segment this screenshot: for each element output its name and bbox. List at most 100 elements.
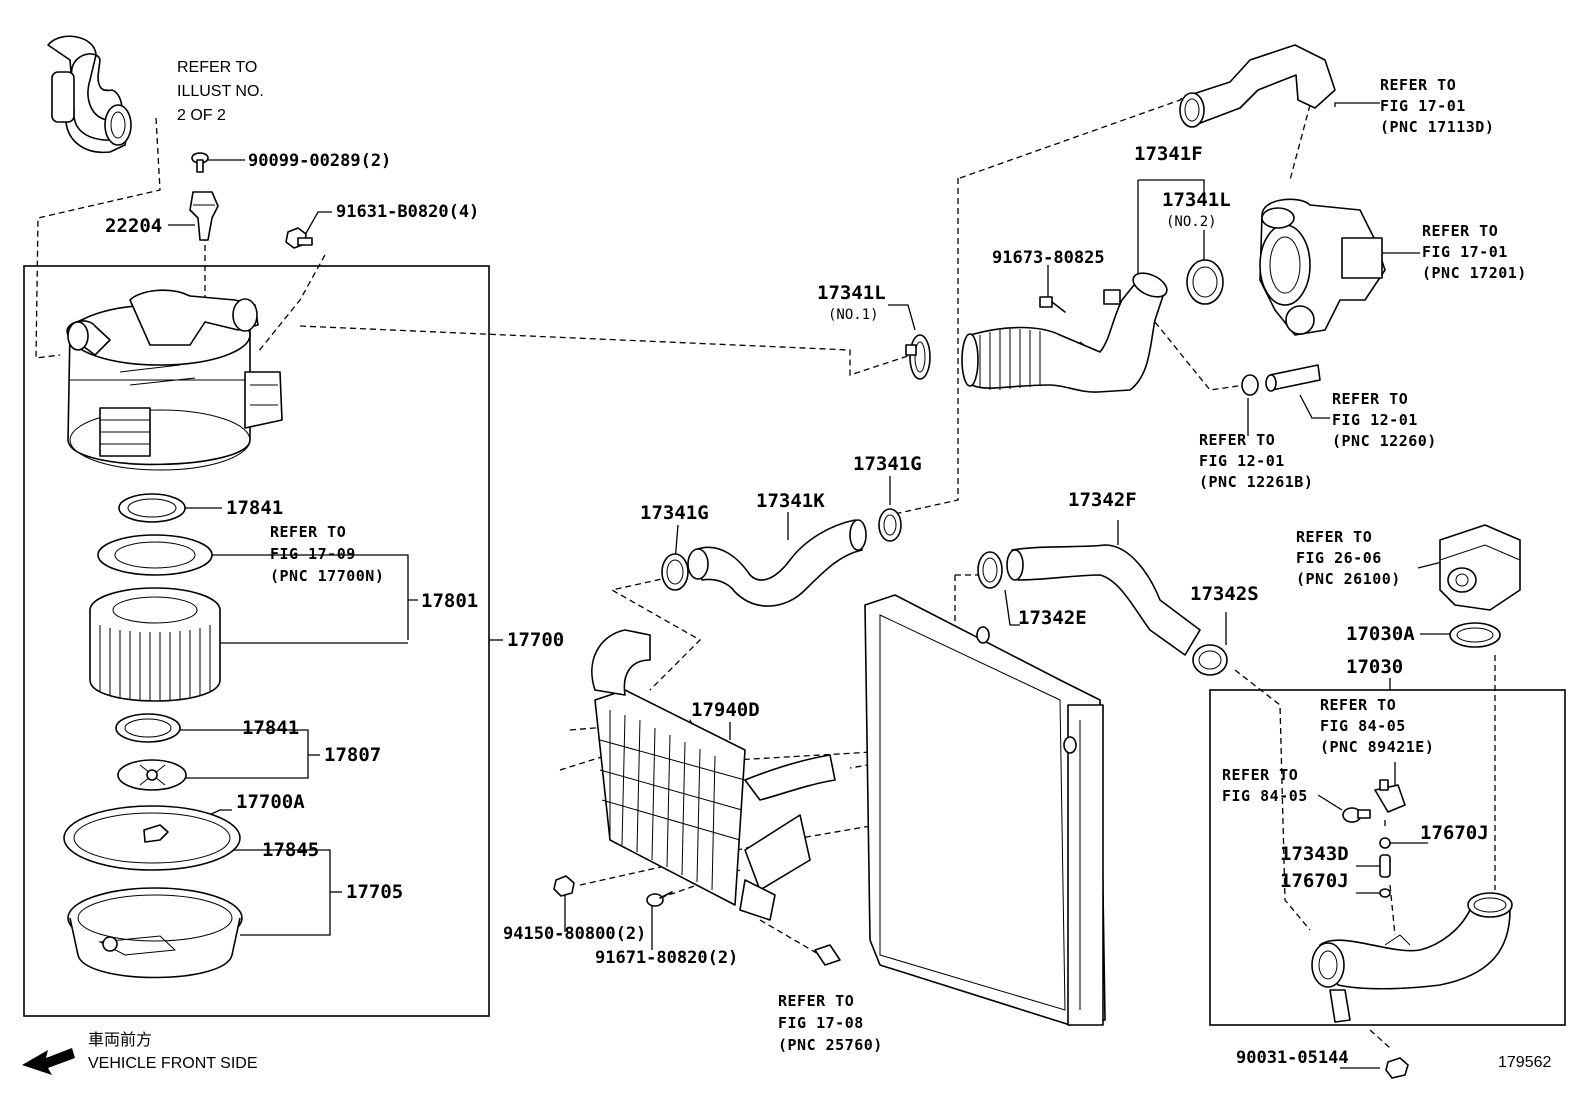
gasket-17841-upper [118,493,186,523]
part-17341L-no1-note: (NO.1) [828,307,879,323]
part-17341K: 17341K [756,490,825,512]
ref-fig-17-01-a-line3: (PNC 17113D) [1380,118,1494,136]
intake-hose-17341F [961,272,1168,393]
part-17341G-right: 17341G [853,453,922,475]
ref-fig-12-01-a-line3: (PNC 12260) [1332,432,1437,450]
turbocharger-17201 [1259,198,1386,336]
ref-fig-12-01-a-line1: REFER TO [1332,390,1408,408]
figure-number: 179562 [1498,1054,1551,1071]
air-cleaner-assembly-box [23,265,490,1017]
ref-fig-17-08-line3: (PNC 25760) [778,1036,883,1054]
refer-illust-line1: REFER TO [177,59,257,76]
vehicle-front-en: VEHICLE FRONT SIDE [88,1055,258,1072]
clamp-17030A [1449,622,1501,648]
part-17342F: 17342F [1068,489,1137,511]
air-pipe-17113D [1179,44,1336,128]
ref-fig-12-01-b-line1: REFER TO [1199,431,1275,449]
cap-17807 [117,759,187,791]
part-17670J-lower: 17670J [1280,870,1349,892]
part-91671: 91671-80820(2) [595,948,738,968]
ref-fig-17-09-line2: FIG 17-09 [270,545,356,563]
pipe-25760 [814,944,841,966]
ref-fig-17-08-line2: FIG 17-08 [778,1014,864,1032]
text-labels: REFER TO ILLUST NO. 2 OF 2 90099-00289(2… [88,59,1551,1072]
part-17807: 17807 [324,744,381,766]
clamp-17341G-left [661,553,689,591]
refer-illust-line3: 2 OF 2 [177,107,226,124]
bolt-91673 [1039,296,1066,313]
clamp-17341G-right [878,508,902,542]
part-90099: 90099-00289(2) [248,151,391,171]
hose-12260 [1265,364,1321,392]
part-17343D: 17343D [1280,843,1349,865]
assembly-boxes [23,265,1566,1026]
intake-pipe-assembly-box [1209,689,1566,1026]
part-94150: 94150-80800(2) [503,924,646,944]
part-17341F: 17341F [1134,143,1203,165]
ref-fig-84-05-b-line1: REFER TO [1222,766,1298,784]
part-17341L-no2-note: (NO.2) [1166,214,1217,230]
sensor-22204 [189,191,219,241]
part-17030: 17030 [1346,656,1403,678]
part-17841-lower: 17841 [242,717,299,739]
dust-cup-17705 [67,887,243,979]
vsv-89421E [1374,779,1406,813]
part-17342E: 17342E [1018,607,1087,629]
clamp-17341L-no2 [1186,259,1224,305]
ref-fig-12-01-b-line3: (PNC 12261B) [1199,473,1313,491]
part-17801: 17801 [421,590,478,612]
hose-17341K [687,519,867,607]
bolt-90099 [191,152,209,173]
ref-fig-17-01-a-line1: REFER TO [1380,76,1456,94]
air-duct-ref-part [47,35,132,154]
ref-fig-17-01-b-line1: REFER TO [1422,222,1498,240]
air-filter-element [89,587,221,702]
part-91631: 91631-B0820(4) [336,202,479,222]
clamp-17342E [977,551,1003,589]
part-17030A: 17030A [1346,623,1415,645]
part-17342S: 17342S [1190,583,1259,605]
ref-fig-12-01-b-line2: FIG 12-01 [1199,452,1285,470]
ref-fig-26-06-line3: (PNC 26100) [1296,570,1401,588]
ref-fig-26-06-line1: REFER TO [1296,528,1372,546]
bolt-91631 [285,227,313,249]
part-17341L-no1: 17341L [817,282,886,304]
part-17845: 17845 [262,839,319,861]
ref-fig-12-01-a-line2: FIG 12-01 [1332,411,1418,429]
bolt-94150 [553,875,575,897]
part-17705: 17705 [346,881,403,903]
ref-fig-84-05-a-line3: (PNC 89421E) [1320,738,1434,756]
air-cleaner-housing [66,289,283,471]
part-17341L-no2: 17341L [1162,189,1231,211]
part-17700: 17700 [507,629,564,651]
ref-fig-17-09-line3: (PNC 17700N) [270,567,384,585]
part-90031: 90031-05144 [1236,1048,1349,1068]
clip-17670J-lower [1379,888,1391,898]
throttle-body-26100 [1439,524,1521,611]
part-17841-upper: 17841 [226,497,283,519]
ref-fig-17-01-b-line2: FIG 17-01 [1422,243,1508,261]
ref-fig-84-05-b-line2: FIG 84-05 [1222,787,1308,805]
part-17700A: 17700A [236,791,305,813]
bolt-90031 [1385,1057,1409,1079]
vehicle-front-jp: 車両前方 [88,1031,152,1049]
ref-fig-17-08-line1: REFER TO [778,992,854,1010]
ref-fig-17-01-b-line3: (PNC 17201) [1422,264,1527,282]
leader-lines [91,89,1456,1069]
intercooler-17940D [591,629,836,921]
vehicle-front-arrow-icon [22,1048,75,1075]
clamp-17342S [1192,644,1228,676]
refer-illust-line2: ILLUST NO. [177,83,264,100]
hose-17343D [1379,854,1391,878]
small-clamp-12261B [1241,374,1259,396]
bolt-84-05 [1342,807,1371,823]
ref-fig-26-06-line2: FIG 26-06 [1296,549,1382,567]
ref-fig-17-01-a-line2: FIG 17-01 [1380,97,1466,115]
seal-ring-17700N [97,534,213,576]
radiator [864,594,1106,1026]
clip-17670J-upper [1379,837,1391,849]
ref-fig-84-05-a-line2: FIG 84-05 [1320,717,1406,735]
gasket-17841-lower [115,713,181,743]
part-22204: 22204 [105,215,162,237]
